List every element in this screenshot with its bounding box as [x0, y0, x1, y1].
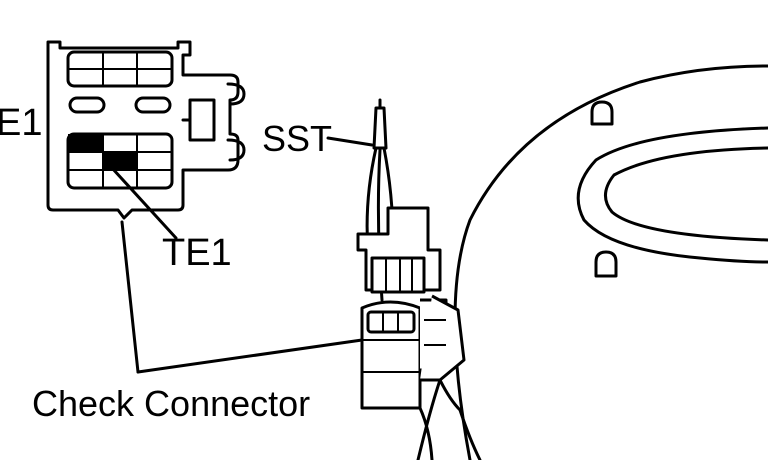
label-check-connector: Check Connector	[32, 383, 311, 424]
label-sst: SST	[262, 118, 333, 159]
mount-stud	[594, 250, 618, 278]
terminal-e1	[68, 134, 103, 152]
bottom-terminal-grid	[66, 132, 174, 190]
label-e1: E1	[0, 102, 43, 144]
engine-bay-outline	[416, 64, 768, 460]
te1-leader	[110, 166, 178, 240]
terminal-te1	[103, 152, 137, 170]
check-connector-leaders	[120, 220, 364, 374]
terminal-slot	[134, 96, 172, 114]
check-connector-body	[356, 206, 482, 460]
label-te1: TE1	[162, 232, 232, 274]
terminal-slot	[68, 96, 106, 114]
latch	[188, 98, 216, 142]
connector-face-inset	[46, 40, 246, 240]
sst-leader	[326, 136, 374, 147]
top-terminal-grid	[66, 50, 174, 88]
mount-stud	[590, 100, 614, 126]
